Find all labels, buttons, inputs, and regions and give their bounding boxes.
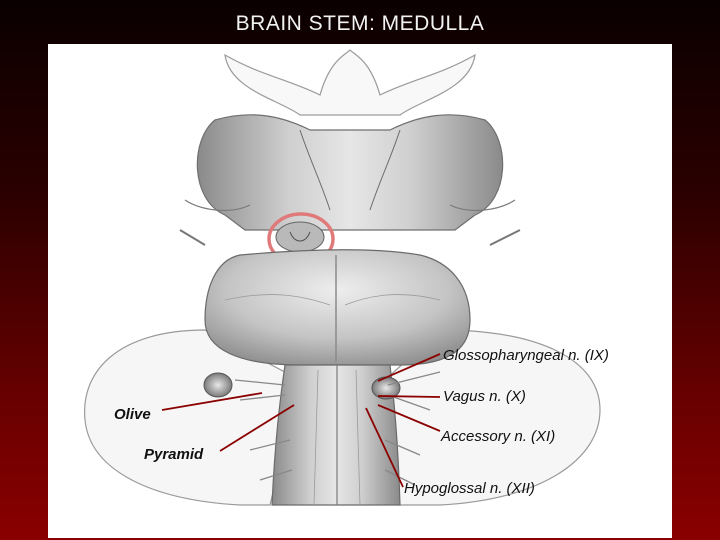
leader-pyramid: [219, 404, 295, 452]
leader-glossopharyngeal: [377, 353, 441, 382]
leader-hypoglossal: [365, 407, 404, 488]
leader-accessory: [377, 404, 441, 432]
label-pyramid: Pyramid: [144, 446, 204, 463]
label-vagus: Vagus n. (X): [443, 388, 526, 405]
label-hypoglossal: Hypoglossal n. (XII): [404, 480, 535, 497]
cerebellum-outline: [84, 329, 301, 506]
pons: [204, 249, 471, 366]
slide-title: BRAIN STEM: MEDULLA: [235, 12, 485, 35]
mammillary-region: [275, 221, 325, 253]
label-glossopharyngeal: Glossopharyngeal n. (IX): [443, 347, 609, 364]
optic-tracts: [224, 49, 476, 116]
label-olive: Olive: [114, 406, 151, 423]
leader-vagus: [377, 395, 441, 398]
cerebellum-outline-right: [384, 329, 601, 506]
olive-left: [203, 372, 233, 398]
midbrain: [196, 114, 504, 231]
leader-olive: [161, 392, 263, 411]
label-accessory: Accessory n. (XI): [441, 428, 556, 445]
